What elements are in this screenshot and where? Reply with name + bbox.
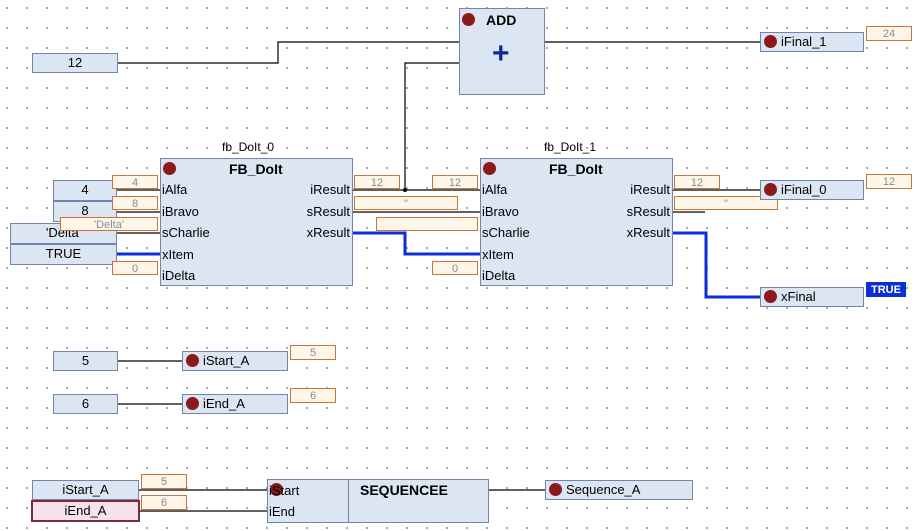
fb0-output-xresult[interactable]: xResult xyxy=(306,225,350,240)
monitor-iend-a: 6 xyxy=(290,388,336,403)
variable-iend-a[interactable]: iEnd_A xyxy=(182,394,288,414)
sequence-title: SEQUENCEE xyxy=(360,482,448,498)
breakpoint-icon[interactable] xyxy=(549,483,562,496)
fb1-input-xitem[interactable]: xItem xyxy=(482,247,514,262)
variable-label: iEnd_A xyxy=(203,396,245,411)
constant-12[interactable]: 12 xyxy=(32,53,118,73)
variable-label: Sequence_A xyxy=(566,482,641,497)
monitor-fb1-sbravo xyxy=(376,217,478,231)
breakpoint-icon[interactable] xyxy=(186,397,199,410)
monitor-ifinal-1: 24 xyxy=(866,26,912,41)
fb0-input-idelta[interactable]: iDelta xyxy=(162,268,196,283)
fb1-block[interactable]: FB_DoIt iAlfa iBravo sCharlie xItem iDel… xyxy=(480,158,673,286)
breakpoint-icon[interactable] xyxy=(483,162,496,175)
variable-istart-a[interactable]: iStart_A xyxy=(182,351,288,371)
fb0-output-iresult[interactable]: iResult xyxy=(310,182,350,197)
monitor-xfinal: TRUE xyxy=(866,282,906,297)
monitor-seq-istart: 5 xyxy=(141,474,187,489)
fb1-type: FB_DoIt xyxy=(549,161,603,177)
monitor-fb0-ibravo: 8 xyxy=(112,196,158,210)
breakpoint-icon[interactable] xyxy=(270,483,283,496)
plus-icon: + xyxy=(492,37,510,70)
monitor-fb0-scharlie: 'Delta' xyxy=(60,217,158,231)
sequence-input-istart[interactable]: iStart xyxy=(269,483,300,498)
fb1-output-sresult[interactable]: sResult xyxy=(626,204,670,219)
fb1-output-xresult[interactable]: xResult xyxy=(626,225,670,240)
monitor-fb0-ialfa: 4 xyxy=(112,175,158,189)
fb0-output-sresult[interactable]: sResult xyxy=(306,204,350,219)
fb1-output-iresult[interactable]: iResult xyxy=(630,182,670,197)
fb1-input-ibravo[interactable]: iBravo xyxy=(482,204,519,219)
constant-6[interactable]: 6 xyxy=(53,394,118,414)
sequence-divider xyxy=(348,480,349,522)
fb0-block[interactable]: FB_DoIt iAlfa iBravo sCharlie xItem iDel… xyxy=(160,158,353,286)
monitor-fb1-sresult: '' xyxy=(674,196,778,210)
variable-label: iStart_A xyxy=(203,353,250,368)
fb1-input-scharlie[interactable]: sCharlie xyxy=(482,225,530,240)
fb1-input-idelta[interactable]: iDelta xyxy=(482,268,516,283)
fb0-input-xitem[interactable]: xItem xyxy=(162,247,194,262)
monitor-fb0-sresult: '' xyxy=(354,196,458,210)
variable-label: iFinal_1 xyxy=(781,34,827,49)
fb0-input-ibravo[interactable]: iBravo xyxy=(162,204,199,219)
fb0-type: FB_DoIt xyxy=(229,161,283,177)
variable-ifinal-1[interactable]: iFinal_1 xyxy=(760,32,864,52)
add-block[interactable]: ADD + xyxy=(459,8,545,95)
monitor-fb1-iresult: 12 xyxy=(674,175,720,189)
monitor-istart-a: 5 xyxy=(290,345,336,360)
breakpoint-icon[interactable] xyxy=(764,183,777,196)
monitor-fb0-iresult: 12 xyxy=(354,175,400,189)
sequence-input-iend[interactable]: iEnd xyxy=(269,504,296,519)
monitor-fb1-idelta: 0 xyxy=(432,261,478,275)
fb0-instance-name[interactable]: fb_DoIt_0 xyxy=(222,140,275,154)
monitor-ifinal-0: 12 xyxy=(866,174,912,189)
fb0-input-ialfa[interactable]: iAlfa xyxy=(162,182,188,197)
variable-xfinal[interactable]: xFinal xyxy=(760,287,864,307)
fb1-input-ialfa[interactable]: iAlfa xyxy=(482,182,508,197)
variable-label: iFinal_0 xyxy=(781,182,827,197)
breakpoint-icon[interactable] xyxy=(186,354,199,367)
sequence-block[interactable]: SEQUENCEE iStart iEnd xyxy=(267,479,489,523)
breakpoint-icon[interactable] xyxy=(764,35,777,48)
constant-true[interactable]: TRUE xyxy=(10,244,117,265)
input-istart-a[interactable]: iStart_A xyxy=(32,480,139,500)
breakpoint-icon[interactable] xyxy=(764,290,777,303)
input-iend-a-selected[interactable]: iEnd_A xyxy=(31,500,140,522)
add-block-title: ADD xyxy=(486,12,517,28)
constant-4[interactable]: 4 xyxy=(53,180,117,201)
monitor-seq-iend: 6 xyxy=(141,495,187,510)
constant-5[interactable]: 5 xyxy=(53,351,118,371)
variable-ifinal-0[interactable]: iFinal_0 xyxy=(760,180,864,200)
variable-sequence-a[interactable]: Sequence_A xyxy=(545,480,693,500)
monitor-fb0-idelta: 0 xyxy=(112,261,158,275)
breakpoint-icon[interactable] xyxy=(163,162,176,175)
variable-label: xFinal xyxy=(781,289,816,304)
monitor-fb1-ialfa: 12 xyxy=(432,175,478,189)
breakpoint-icon[interactable] xyxy=(462,13,475,26)
fb1-instance-name[interactable]: fb_DoIt_1 xyxy=(544,140,597,154)
fb0-input-scharlie[interactable]: sCharlie xyxy=(162,225,210,240)
junction-dot xyxy=(403,188,407,192)
